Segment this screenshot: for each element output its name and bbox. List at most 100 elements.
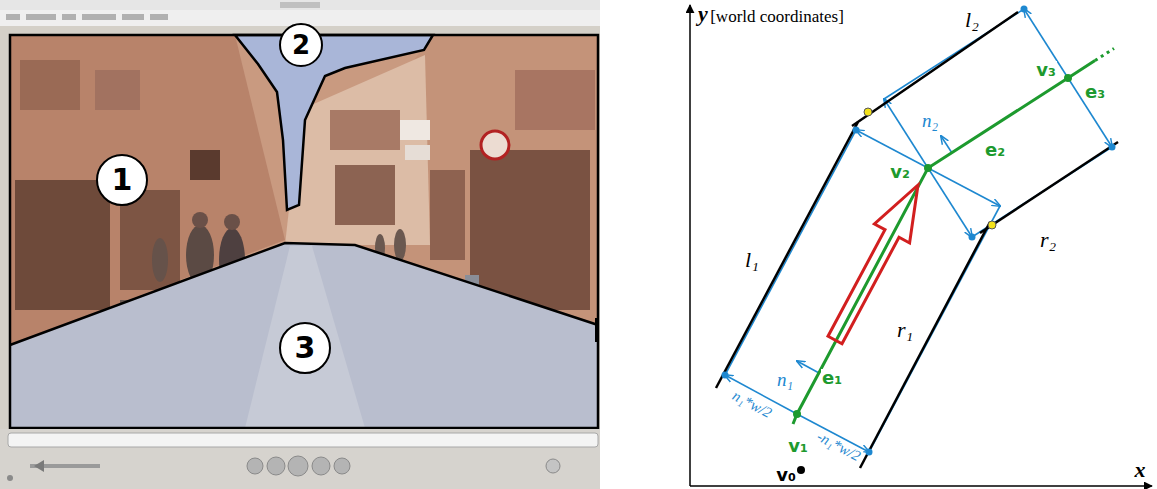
street-photo xyxy=(20,60,80,110)
model-rails xyxy=(1024,9,1068,78)
street-photo xyxy=(430,170,465,260)
model-rails xyxy=(884,99,928,168)
rail-points xyxy=(1021,6,1028,13)
street-photo xyxy=(330,110,400,150)
ground-region xyxy=(245,246,365,428)
street-photo xyxy=(481,131,509,159)
motion-arrow xyxy=(828,185,918,344)
normal-label: n₁ xyxy=(776,370,794,389)
border-label: r₁ xyxy=(896,319,914,341)
player-controls xyxy=(288,456,308,476)
player-window xyxy=(280,2,320,8)
street-photo xyxy=(515,70,595,130)
rail-points xyxy=(853,127,860,134)
street-photo xyxy=(394,229,406,261)
model-rails xyxy=(941,136,952,153)
ground-region xyxy=(10,243,598,428)
street-photo xyxy=(10,35,598,428)
border-label: l₂ xyxy=(964,9,980,31)
player-controls xyxy=(267,457,285,475)
rail-points xyxy=(722,6,1116,456)
player-window xyxy=(6,14,20,20)
offset-label: -n₁*w/2 xyxy=(813,428,863,464)
axes xyxy=(690,485,1152,487)
detected-borders xyxy=(852,12,1018,126)
model-rails xyxy=(928,168,972,237)
image-border xyxy=(10,35,598,428)
player-controls xyxy=(34,460,44,472)
player-controls xyxy=(546,459,560,473)
player-controls xyxy=(0,429,600,489)
sky-region xyxy=(235,35,433,210)
player-window xyxy=(0,0,600,10)
street-photo xyxy=(400,120,430,140)
edge-label: e₁ xyxy=(821,369,843,387)
axis-label: y xyxy=(697,3,709,25)
street-photo xyxy=(152,238,168,282)
edge-label: e₃ xyxy=(1084,83,1106,101)
street-photo xyxy=(405,145,430,160)
callout-number: 3 xyxy=(295,333,316,363)
vertices xyxy=(1064,74,1072,82)
street-photo xyxy=(95,70,140,110)
street-photo xyxy=(470,150,590,310)
axis-label: x xyxy=(1134,459,1147,481)
ground-region xyxy=(10,243,598,428)
callout-circle: 1 xyxy=(96,154,148,206)
motion-arrow xyxy=(828,185,918,344)
axis-note: [world coordinates] xyxy=(709,8,845,25)
street-photo xyxy=(224,214,240,230)
intersection-points xyxy=(864,108,996,229)
model-rails xyxy=(725,9,1112,452)
edge-label: e₂ xyxy=(984,141,1006,159)
sky-region xyxy=(235,35,433,210)
vertices xyxy=(797,466,805,474)
player-window xyxy=(122,14,144,20)
intersection-points xyxy=(988,221,996,229)
player-controls xyxy=(312,457,330,475)
player-window xyxy=(0,0,600,489)
normal-label: n₂ xyxy=(921,111,939,130)
player-controls xyxy=(0,429,600,489)
border-label: r₂ xyxy=(1039,229,1057,251)
rail-points xyxy=(969,234,976,241)
player-controls xyxy=(334,458,350,474)
intersection-points xyxy=(864,108,872,116)
street-photo xyxy=(15,180,110,310)
callout-circle: 3 xyxy=(279,322,331,374)
rail-points xyxy=(722,372,729,379)
player-controls xyxy=(7,475,13,481)
centerline xyxy=(793,48,1114,424)
detected-borders xyxy=(716,122,858,388)
street-photo xyxy=(190,150,220,180)
street-photo xyxy=(335,165,395,225)
vertex-label: v₃ xyxy=(1035,61,1057,79)
callout-number: 2 xyxy=(292,32,310,58)
vertex-label: v₂ xyxy=(889,163,911,181)
street-photo xyxy=(10,35,598,428)
image-border xyxy=(10,35,598,428)
callout-circle: 2 xyxy=(279,23,323,67)
rail-points xyxy=(1109,144,1116,151)
player-window xyxy=(82,14,116,20)
detected-borders xyxy=(980,142,1118,233)
callout-number: 1 xyxy=(112,165,133,195)
vertices xyxy=(793,74,1072,474)
model-rails xyxy=(1068,78,1112,147)
vertices xyxy=(924,164,932,172)
player-window xyxy=(150,14,168,20)
border-label: l₁ xyxy=(744,249,760,271)
rail-points xyxy=(866,449,873,456)
model-rails xyxy=(797,361,819,373)
player-controls xyxy=(8,433,598,447)
player-window xyxy=(62,14,76,20)
axes xyxy=(689,5,691,486)
vertex-label: v₀ xyxy=(775,466,797,484)
offset-label: n₁*w/2 xyxy=(729,387,775,421)
street-photo xyxy=(192,212,208,228)
centerline xyxy=(793,61,1095,424)
player-controls xyxy=(247,458,263,474)
player-window xyxy=(0,0,600,489)
